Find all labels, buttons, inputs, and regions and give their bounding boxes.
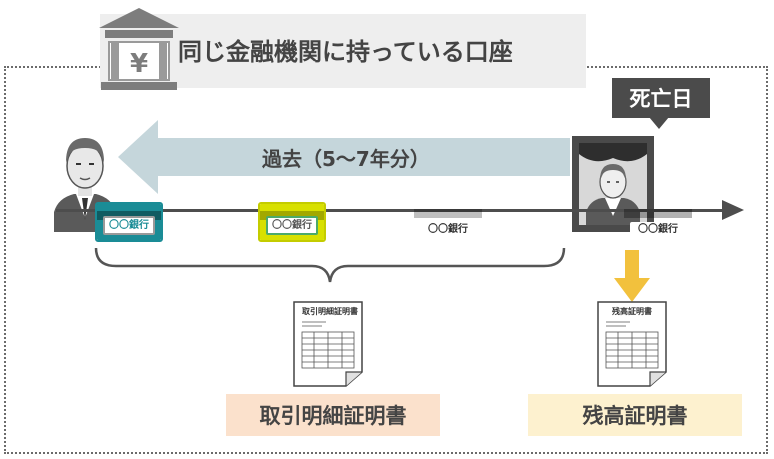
bank-card-2: 〇〇銀行	[258, 202, 326, 242]
title-band	[100, 14, 586, 88]
bank-card-label: 〇〇銀行	[266, 216, 318, 235]
death-date-pointer	[649, 117, 669, 129]
bank-icon: ¥	[99, 8, 179, 90]
death-date-label: 死亡日	[612, 78, 710, 118]
bank-card-label: 〇〇銀行	[420, 222, 476, 237]
balance-document-label: 残高証明書	[582, 404, 688, 428]
past-arrow	[118, 120, 570, 194]
page-title: 同じ金融機関に持っている口座	[178, 38, 513, 66]
down-arrow	[614, 250, 650, 302]
past-label: 過去（5〜7年分）	[262, 147, 430, 171]
brace	[94, 247, 566, 283]
balance-document-title: 残高証明書	[612, 307, 652, 316]
bank-card-3: 〇〇銀行	[414, 202, 482, 242]
transaction-document-title: 取引明細証明書	[302, 307, 358, 316]
yen-glyph: ¥	[130, 49, 148, 79]
timeline-arrowhead	[722, 200, 744, 220]
bank-card-label: 〇〇銀行	[103, 216, 155, 235]
timeline-line	[56, 209, 728, 212]
bank-card-label: 〇〇銀行	[630, 222, 686, 237]
balance-document-icon	[597, 301, 667, 387]
transaction-document-label: 取引明細証明書	[259, 404, 407, 428]
bank-card-1: 〇〇銀行	[95, 202, 163, 242]
transaction-label-background	[226, 394, 440, 436]
balance-label-background	[528, 394, 742, 436]
transaction-document-icon	[293, 301, 363, 387]
bank-card-4: 〇〇銀行	[624, 202, 692, 242]
past-arrow-shape	[118, 120, 570, 194]
